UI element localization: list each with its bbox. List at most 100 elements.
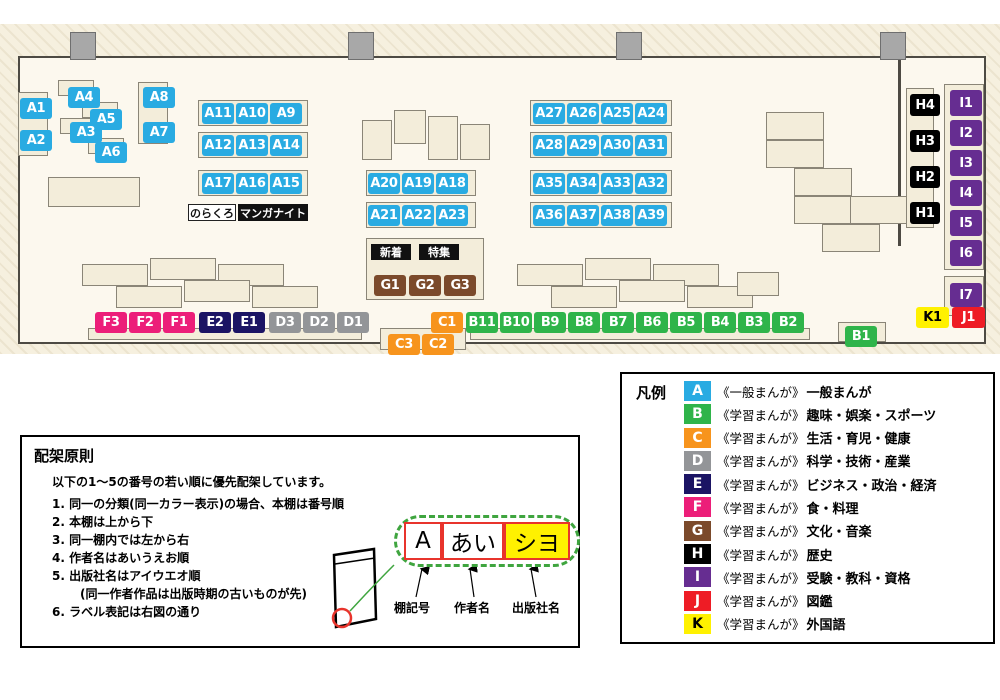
shelf-label-I1: I1 — [950, 90, 982, 116]
shelf-label-C2: C2 — [422, 334, 454, 355]
rules-intro: 以下の1〜5の番号の若い順に優先配架しています。 — [52, 475, 332, 489]
shelf-label-G3: G3 — [444, 275, 476, 296]
label-cell-publisher: シヨ — [504, 522, 570, 560]
legend-category-type: 《一般まんが》 — [717, 384, 805, 400]
shelf-label-B8: B8 — [568, 312, 600, 333]
shelf-label-A13: A13 — [236, 135, 268, 156]
legend-category-type: 《学習まんが》 — [717, 407, 805, 423]
rule-item-4: 4. 作者名はあいうえお順 — [52, 551, 190, 565]
door-post — [70, 32, 96, 60]
rule-item-5-note: (同一作者作品は出版時期の古いものが先) — [68, 587, 307, 601]
shelf-label-F2: F2 — [129, 312, 161, 333]
shelf-label-A8: A8 — [143, 87, 175, 108]
shelf-label-A14: A14 — [270, 135, 302, 156]
rule-item-1: 1. 同一の分類(同一カラー表示)の場合、本棚は番号順 — [52, 497, 345, 511]
legend-item-G: G《学習まんが》文化・音楽 — [684, 520, 937, 541]
shelf-unit — [850, 196, 908, 224]
shelf-label-A20: A20 — [368, 173, 400, 194]
shelf-label-B10: B10 — [500, 312, 532, 333]
shelf-unit — [150, 258, 216, 280]
shelf-label-A32: A32 — [635, 173, 667, 194]
legend-category-name: 外国語 — [806, 618, 846, 634]
legend-color-swatch-H: H — [684, 544, 711, 565]
shelf-label-A33: A33 — [601, 173, 633, 194]
shelf-label-D1: D1 — [337, 312, 369, 333]
legend-item-H: H《学習まんが》歴史 — [684, 544, 937, 565]
shelf-label-B6: B6 — [636, 312, 668, 333]
legend-category-name: ビジネス・政治・経済 — [806, 478, 937, 494]
shelf-label-A25: A25 — [601, 103, 633, 124]
shelf-unit — [822, 224, 880, 252]
shelf-unit — [252, 286, 318, 308]
shelf-label-A16: A16 — [236, 173, 268, 194]
shelf-unit — [766, 140, 824, 168]
shelf-unit — [460, 124, 490, 160]
area-label: 特集 — [419, 244, 459, 260]
shelf-label-E1: E1 — [233, 312, 265, 333]
shelf-label-A28: A28 — [533, 135, 565, 156]
rule-item-2: 2. 本棚は上から下 — [52, 515, 154, 529]
legend-category-name: 図鑑 — [806, 595, 833, 611]
shelf-label-A9: A9 — [270, 103, 302, 124]
shelf-label-A30: A30 — [601, 135, 633, 156]
legend-color-swatch-J: J — [684, 590, 711, 611]
legend-item-E: E《学習まんが》ビジネス・政治・経済 — [684, 474, 937, 495]
shelf-unit — [82, 264, 148, 286]
area-label: マンガナイト — [238, 204, 308, 221]
shelf-label-A15: A15 — [270, 173, 302, 194]
shelf-label-I3: I3 — [950, 150, 982, 176]
shelf-label-A37: A37 — [567, 205, 599, 226]
shelf-label-I7: I7 — [950, 283, 982, 307]
shelf-unit — [48, 177, 140, 207]
shelf-label-A18: A18 — [436, 173, 468, 194]
shelf-unit — [362, 120, 392, 160]
shelf-label-A19: A19 — [402, 173, 434, 194]
door-post — [348, 32, 374, 60]
shelf-label-D2: D2 — [303, 312, 335, 333]
area-label: 新着 — [371, 244, 411, 260]
wall-segment — [898, 56, 901, 246]
legend-category-name: 受験・教科・資格 — [806, 571, 911, 587]
shelf-label-A23: A23 — [436, 205, 468, 226]
shelf-label-H3: H3 — [910, 130, 940, 152]
legend-color-swatch-I: I — [684, 567, 711, 588]
rules-list: 1. 同一の分類(同一カラー表示)の場合、本棚は番号順 2. 本棚は上から下 3. … — [52, 495, 344, 621]
shelf-label-D3: D3 — [269, 312, 301, 333]
shelf-label-J1: J1 — [952, 307, 985, 328]
shelf-label-B11: B11 — [466, 312, 498, 333]
shelf-label-I6: I6 — [950, 240, 982, 266]
shelf-unit — [428, 116, 458, 160]
label-cell-author: あい — [442, 522, 504, 560]
shelf-label-A26: A26 — [567, 103, 599, 124]
legend-color-swatch-E: E — [684, 474, 711, 495]
rule-item-5: 5. 出版社名はアイウエオ順 — [52, 569, 201, 583]
legend-color-swatch-B: B — [684, 404, 711, 425]
shelf-label-A34: A34 — [567, 173, 599, 194]
shelf-label-E2: E2 — [199, 312, 231, 333]
shelf-label-A36: A36 — [533, 205, 565, 226]
shelf-label-A35: A35 — [533, 173, 565, 194]
door-post — [880, 32, 906, 60]
shelf-label-A27: A27 — [533, 103, 565, 124]
shelf-label-A3: A3 — [70, 122, 102, 143]
shelf-label-H4: H4 — [910, 94, 940, 116]
legend-item-F: F《学習まんが》食・料理 — [684, 497, 937, 518]
door-post — [616, 32, 642, 60]
shelf-label-A22: A22 — [402, 205, 434, 226]
shelf-unit — [184, 280, 250, 302]
shelf-label-A1: A1 — [20, 98, 52, 119]
shelf-unit — [737, 272, 779, 296]
shelf-unit — [116, 286, 182, 308]
shelf-label-I5: I5 — [950, 210, 982, 236]
shelf-unit — [517, 264, 583, 286]
legend-item-K: K《学習まんが》外国語 — [684, 613, 937, 634]
shelf-unit — [394, 110, 426, 144]
rule-item-3: 3. 同一棚内では左から右 — [52, 533, 190, 547]
shelf-label-H2: H2 — [910, 166, 940, 188]
legend-item-B: B《学習まんが》趣味・娯楽・スポーツ — [684, 404, 937, 425]
shelf-label-B9: B9 — [534, 312, 566, 333]
legend-category-type: 《学習まんが》 — [717, 454, 805, 470]
legend-category-type: 《学習まんが》 — [717, 570, 805, 586]
legend-item-D: D《学習まんが》科学・技術・産業 — [684, 450, 937, 471]
